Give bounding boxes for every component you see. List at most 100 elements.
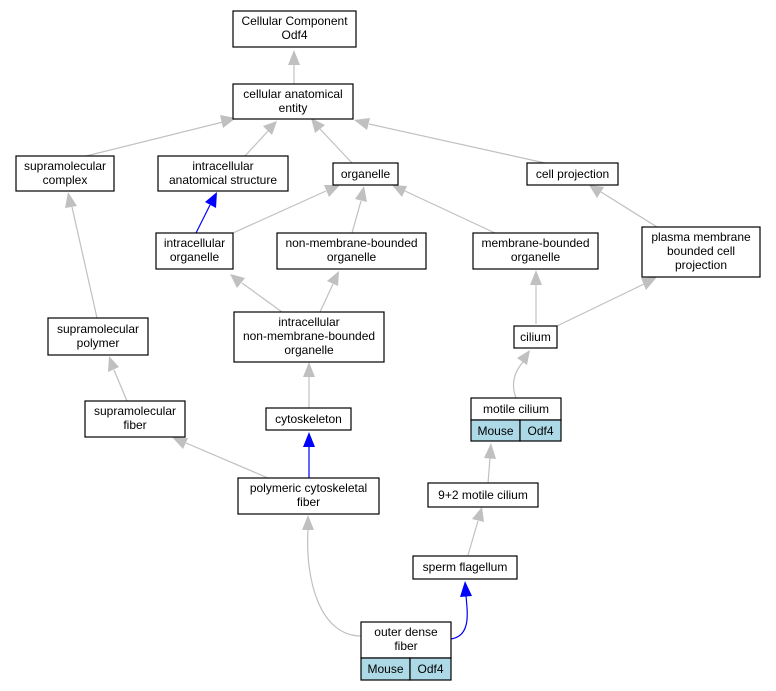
node-label: bounded cell <box>667 244 735 258</box>
node-label: outer dense <box>374 625 438 639</box>
node-intracellular-organelle[interactable]: intracellular organelle <box>155 232 234 270</box>
node-sperm-flagellum[interactable]: sperm flagellum <box>412 555 518 580</box>
node-label: organelle <box>170 250 220 264</box>
node-label: plasma membrane <box>651 230 751 244</box>
edge-sperm-to-92 <box>467 520 479 556</box>
arrowhead <box>311 118 325 133</box>
badge-label: Odf4 <box>527 424 553 438</box>
node-cellular-anatomical-entity[interactable]: cellular anatomical entity <box>232 83 354 120</box>
arrowhead <box>472 507 484 522</box>
node-label: cell projection <box>536 167 609 181</box>
arrowhead <box>172 437 188 449</box>
arrowhead <box>324 185 340 197</box>
node-intracellular-anatomical-structure[interactable]: intracellular anatomical structure <box>157 155 289 192</box>
arrowhead <box>263 121 277 135</box>
node-label: intracellular <box>192 159 253 173</box>
edge-cellproj-to-entity <box>368 123 546 164</box>
edge-pcf-to-fiber <box>185 442 269 479</box>
edge-fiber-to-polymer <box>113 369 128 402</box>
arrowhead <box>392 185 407 197</box>
node-label: polymer <box>77 336 120 350</box>
arrowhead <box>230 274 245 288</box>
node-label: organelle <box>284 343 334 357</box>
arrowhead <box>354 118 370 130</box>
node-non-membrane-bounded-organelle[interactable]: non-membrane-bounded organelle <box>276 232 427 270</box>
node-supramolecular-fiber[interactable]: supramolecular fiber <box>84 400 186 438</box>
node-cell-projection[interactable]: cell projection <box>526 162 619 186</box>
edge-ias-to-entity <box>244 130 269 157</box>
node-label: organelle <box>341 167 391 181</box>
badge-label: Odf4 <box>417 662 443 676</box>
node-9-2-motile-cilium[interactable]: 9+2 motile cilium <box>427 482 539 508</box>
node-cytoskeleton[interactable]: cytoskeleton <box>265 407 352 431</box>
arrowhead <box>303 362 315 377</box>
arrowhead <box>484 443 496 459</box>
node-organelle[interactable]: organelle <box>332 162 399 186</box>
edge-odf-to-pcf <box>307 529 362 637</box>
node-label: projection <box>675 258 727 272</box>
badge-label: Mouse <box>477 424 513 438</box>
edge-92-to-motilecilium <box>487 457 491 484</box>
node-plasma-membrane-bounded-cell-projection[interactable]: plasma membrane bounded cell projection <box>641 226 761 278</box>
node-label: Odf4 <box>281 28 307 42</box>
arrowhead <box>530 270 542 285</box>
edge-odf-to-sperm <box>450 595 468 640</box>
node-supramolecular-complex[interactable]: supramolecular complex <box>15 155 115 192</box>
arrowhead <box>517 350 530 365</box>
badge-odf4 <box>519 419 562 442</box>
node-polymeric-cytoskeletal-fiber[interactable]: polymeric cytoskeletal fiber <box>237 477 380 515</box>
arrowhead <box>205 192 217 208</box>
edge-nmbo-to-organelle <box>351 200 362 234</box>
node-label: supramolecular <box>57 322 139 336</box>
node-label: non-membrane-bounded <box>243 329 375 343</box>
node-label: motile cilium <box>483 402 549 416</box>
node-label: membrane-bounded <box>481 236 589 250</box>
arrowhead <box>108 356 119 372</box>
edge-pmbcp-to-cellproj <box>600 191 658 228</box>
node-membrane-bounded-organelle[interactable]: membrane-bounded organelle <box>472 232 599 270</box>
node-intracellular-non-membrane-bounded-organelle[interactable]: intracellular non-membrane-bounded organ… <box>233 311 385 363</box>
node-label: complex <box>43 173 88 187</box>
node-label: entity <box>279 101 308 115</box>
edge-cilium-to-pmbcp <box>556 283 645 327</box>
arrowhead <box>303 432 315 447</box>
node-label: cytoskeleton <box>275 412 342 426</box>
node-label: 9+2 motile cilium <box>438 488 528 502</box>
badge-label: Mouse <box>367 662 403 676</box>
arrowhead <box>65 192 77 208</box>
node-label: fiber <box>123 418 146 432</box>
arrowhead <box>355 186 367 202</box>
edge-inmbo-to-io <box>241 282 283 313</box>
node-label: fiber <box>394 639 417 653</box>
node-label: Cellular Component <box>241 14 348 28</box>
arrowhead <box>589 185 604 198</box>
arrowhead <box>641 277 657 290</box>
edge-inmbo-to-nmbo <box>319 283 334 313</box>
node-label: organelle <box>327 250 377 264</box>
arrowhead <box>327 271 339 286</box>
badge-odf4 <box>409 657 452 681</box>
arrowhead <box>220 115 236 128</box>
edge-complex-to-entity <box>85 121 224 157</box>
arrowhead <box>460 581 472 597</box>
edge-organelle-to-entity <box>319 128 353 164</box>
node-label: supramolecular <box>24 159 106 173</box>
node-cilium[interactable]: cilium <box>513 325 558 349</box>
edge-mbo-to-organelle <box>404 190 496 234</box>
node-label: intracellular <box>164 236 225 250</box>
node-label: cilium <box>520 330 551 344</box>
node-outer-dense-fiber[interactable]: outer dense fiber Mouse Odf4 <box>360 621 452 681</box>
node-supramolecular-polymer[interactable]: supramolecular polymer <box>47 317 149 356</box>
node-motile-cilium[interactable]: motile cilium Mouse Odf4 <box>470 397 562 442</box>
node-label: sperm flagellum <box>423 560 508 574</box>
node-label: non-membrane-bounded <box>285 236 417 250</box>
edge-io-to-organelle <box>232 190 327 234</box>
edge-polymer-to-complex <box>71 206 98 319</box>
edge-motilecilium-to-cilium <box>512 361 524 399</box>
arrowhead <box>302 515 314 530</box>
node-cellular-component-odf4[interactable]: Cellular Component Odf4 <box>232 10 357 48</box>
node-label: supramolecular <box>94 404 176 418</box>
node-label: cellular anatomical <box>243 87 342 101</box>
node-label: organelle <box>511 250 561 264</box>
